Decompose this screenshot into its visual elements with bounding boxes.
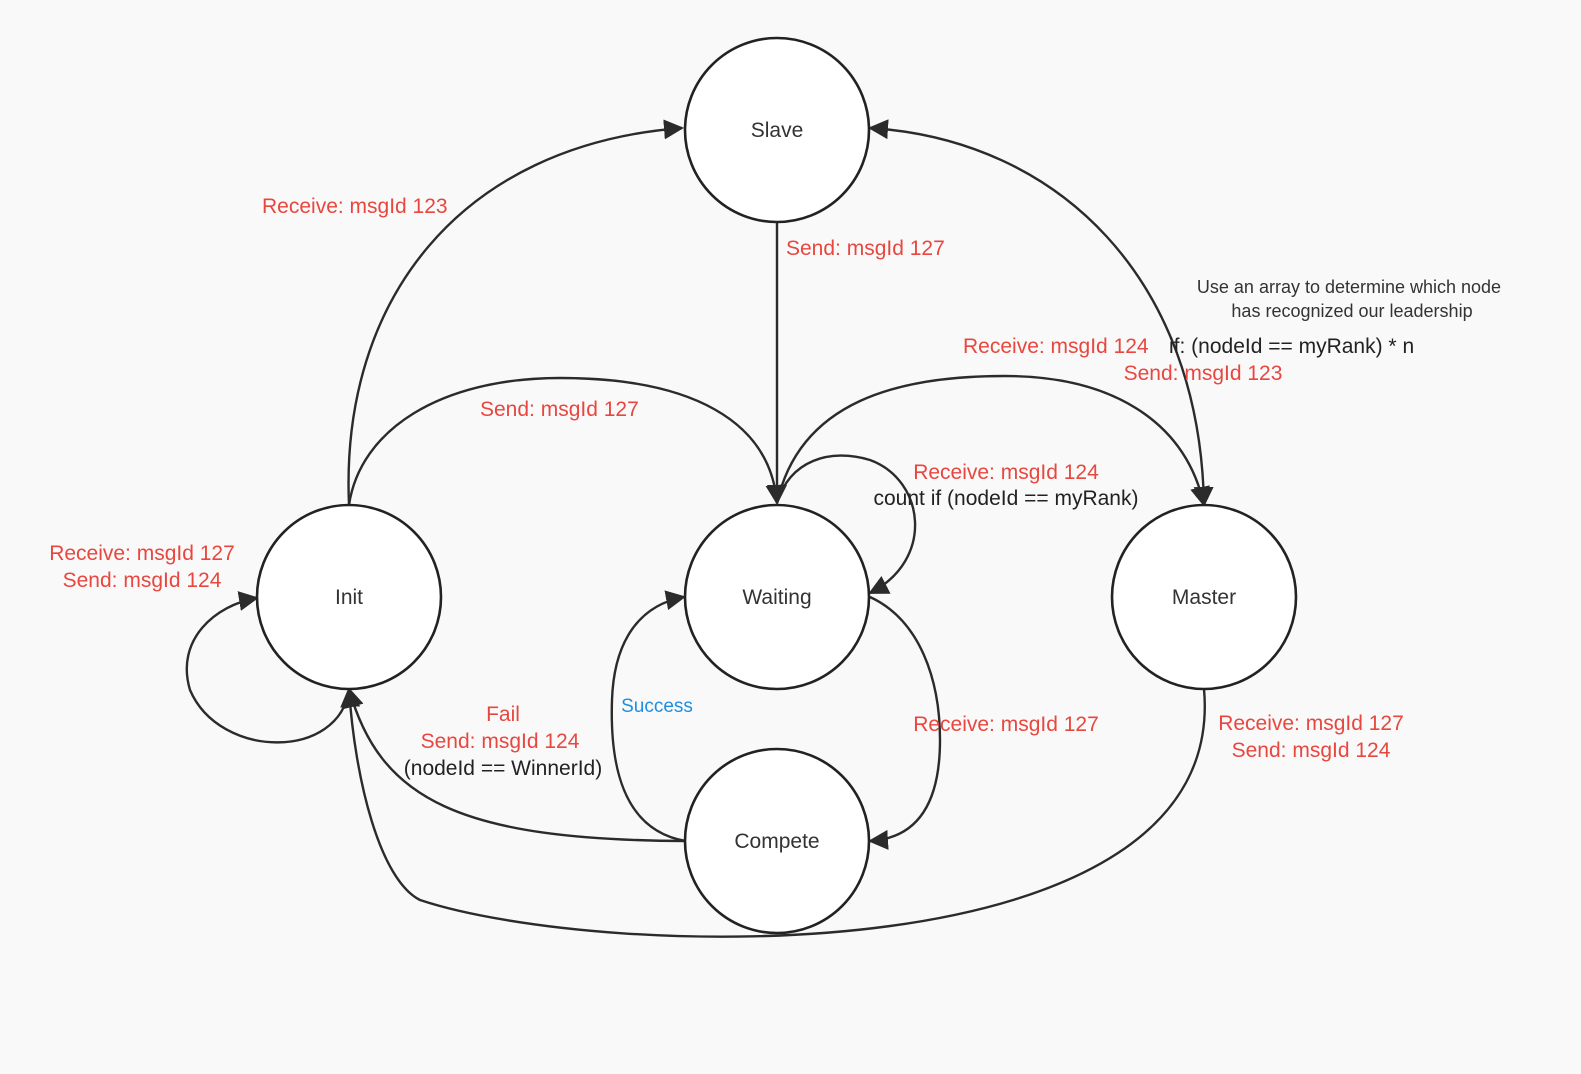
- label-waiting-to-master-condition: if: (nodeId == myRank) * n: [1169, 335, 1414, 358]
- edge-master-to-init: [340, 687, 1206, 938]
- label-compete-to-init-line3: (nodeId == WinnerId): [404, 757, 602, 780]
- label-waiting-to-master-line2: Send: msgId 123: [1124, 362, 1283, 385]
- state-master-label: Master: [1172, 586, 1236, 609]
- edge-waiting-self-loop: [775, 454, 917, 595]
- state-slave-label: Slave: [751, 119, 804, 142]
- state-master: Master: [1110, 503, 1298, 691]
- edge-slave-master-bidirectional: [868, 119, 1214, 507]
- label-init-self-line2: Send: msgId 124: [63, 569, 222, 592]
- edge-compete-to-init: [344, 687, 687, 843]
- edge-init-self-loop: [185, 591, 351, 744]
- state-compete: Compete: [683, 747, 871, 935]
- note-leadership-line2: has recognized our leadership: [1231, 301, 1472, 321]
- state-compete-label: Compete: [734, 830, 819, 853]
- label-compete-to-waiting: Success: [621, 696, 693, 717]
- label-waiting-self-line1: Receive: msgId 124: [913, 461, 1099, 484]
- state-waiting-label: Waiting: [742, 586, 811, 609]
- label-master-to-init-line2: Send: msgId 124: [1232, 739, 1391, 762]
- edge-waiting-to-master: [775, 374, 1210, 507]
- label-init-self-line1: Receive: msgId 127: [49, 542, 235, 565]
- label-compete-to-init-line1: Fail: [486, 703, 520, 726]
- label-init-to-waiting: Send: msgId 127: [480, 398, 639, 421]
- label-slave-to-waiting: Send: msgId 127: [786, 237, 945, 260]
- label-waiting-self-line2: count if (nodeId == myRank): [874, 487, 1139, 510]
- label-compete-to-init-line2: Send: msgId 124: [421, 730, 580, 753]
- state-slave: Slave: [683, 36, 871, 224]
- edge-waiting-to-compete: [868, 595, 942, 850]
- edge-init-to-waiting: [347, 376, 786, 506]
- label-waiting-to-master-line1: Receive: msgId 124: [963, 335, 1149, 358]
- edge-compete-to-waiting: [610, 590, 687, 843]
- state-waiting: Waiting: [683, 503, 871, 691]
- label-waiting-to-compete: Receive: msgId 127: [913, 713, 1099, 736]
- state-init: Init: [255, 503, 443, 691]
- edge-init-to-slave: [347, 119, 684, 506]
- state-init-label: Init: [335, 586, 363, 609]
- label-master-to-init-line1: Receive: msgId 127: [1218, 712, 1404, 735]
- note-leadership-line1: Use an array to determine which node: [1197, 277, 1501, 297]
- label-init-to-slave: Receive: msgId 123: [262, 195, 448, 218]
